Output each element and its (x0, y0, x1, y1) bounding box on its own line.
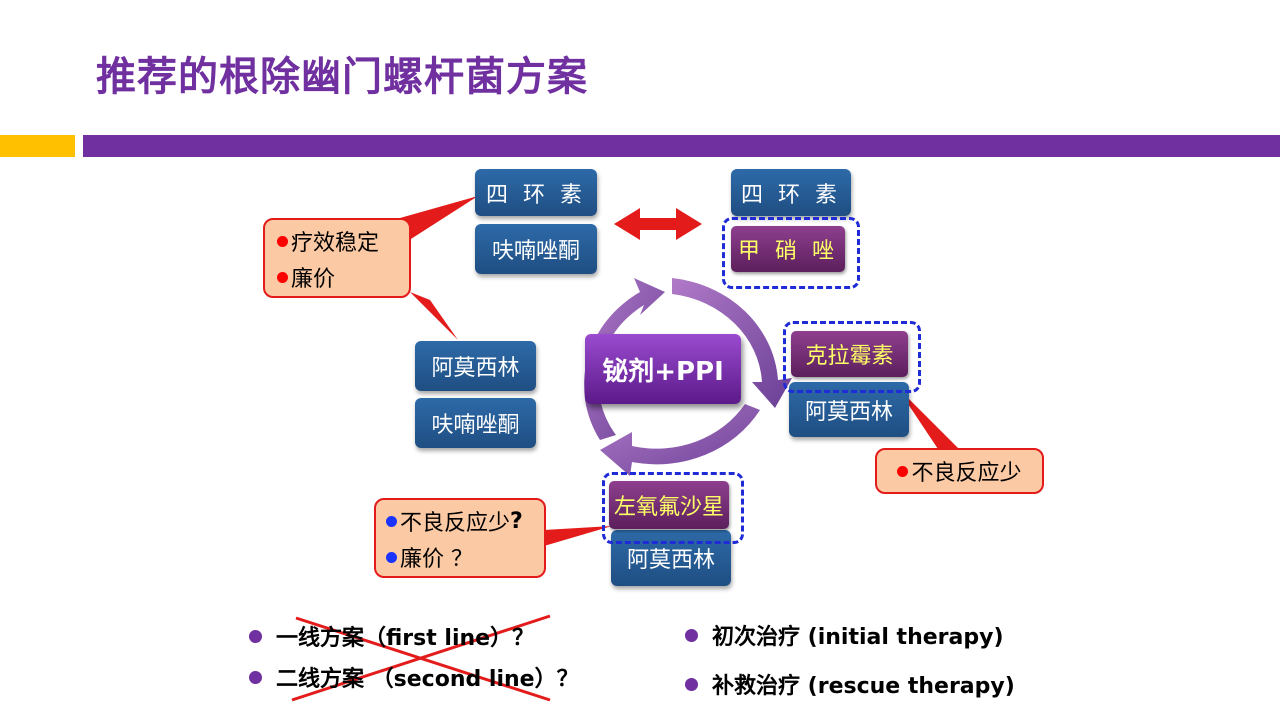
blue-dot-icon (386, 515, 397, 527)
callout-line: 不良反应少 (400, 511, 511, 536)
drug-box-furazolidone: 呋喃唑酮 (475, 224, 597, 274)
bullet-text: 补救治疗 (rescue therapy) (712, 674, 1015, 699)
bullet-text: 初次治疗 (initial therapy) (712, 625, 1004, 650)
center-bismuth-ppi: 铋剂+PPI (585, 334, 741, 404)
red-dot-icon (277, 235, 288, 247)
strike-x-icon (291, 614, 551, 702)
callout-question-mark: ? (510, 508, 523, 534)
callout-bottom-left: 不良反应少? 廉价 ？ (374, 498, 546, 578)
callout-line: 疗效稳定 (291, 231, 380, 256)
bullet-dot-icon (685, 628, 698, 642)
double-arrow-icon (614, 208, 702, 240)
callout-pointer-top-left (400, 196, 478, 246)
callout-right: 不良反应少 (875, 448, 1044, 494)
callout-top-left: 疗效稳定 廉价 (263, 218, 411, 298)
callout-line: 廉价 ？ (400, 547, 473, 572)
page-title: 推荐的根除幽门螺杆菌方案 (96, 54, 588, 100)
drug-box-clarithromycin: 克拉霉素 (791, 331, 908, 377)
bullet-initial-therapy: 初次治疗 (initial therapy) (685, 619, 1004, 651)
highlight-dashed-frame (783, 321, 921, 393)
drug-box-tetracycline: 四 环 素 (475, 169, 597, 216)
bullet-text: 一线方案（first line）？ (276, 626, 535, 651)
drug-box-amoxicillin: 阿莫西林 (611, 530, 731, 586)
callout-pointer-right (896, 386, 962, 452)
red-dot-icon (897, 465, 909, 477)
drug-box-amoxicillin: 阿莫西林 (415, 341, 536, 391)
callout-pointer-top-left-down (410, 292, 458, 340)
bullet-dot-icon (685, 677, 698, 691)
bullet-rescue-therapy: 补救治疗 (rescue therapy) (685, 668, 1015, 700)
blue-dot-icon (386, 551, 397, 563)
drug-box-tetracycline: 四 环 素 (731, 169, 851, 216)
accent-bar-gold (0, 135, 75, 157)
drug-box-levofloxacin: 左氧氟沙星 (609, 481, 729, 529)
callout-pointer-bottom-left (544, 526, 612, 546)
accent-bar-purple (83, 135, 1280, 157)
bullet-second-line: 二线方案 （second line）？ (249, 661, 579, 693)
red-dot-icon (277, 271, 288, 283)
bullet-first-line: 一线方案（first line）？ (249, 620, 534, 652)
callout-line: 不良反应少 (911, 461, 1022, 486)
bullet-dot-icon (249, 670, 262, 684)
bullet-dot-icon (249, 629, 262, 643)
drug-box-furazolidone: 呋喃唑酮 (415, 398, 536, 448)
highlight-dashed-frame (722, 217, 860, 289)
callout-line: 廉价 (291, 267, 336, 292)
highlight-dashed-frame (602, 472, 744, 544)
bullet-text: 二线方案 （second line）？ (276, 667, 579, 692)
drug-box-metronidazole: 甲 硝 唑 (731, 226, 845, 272)
